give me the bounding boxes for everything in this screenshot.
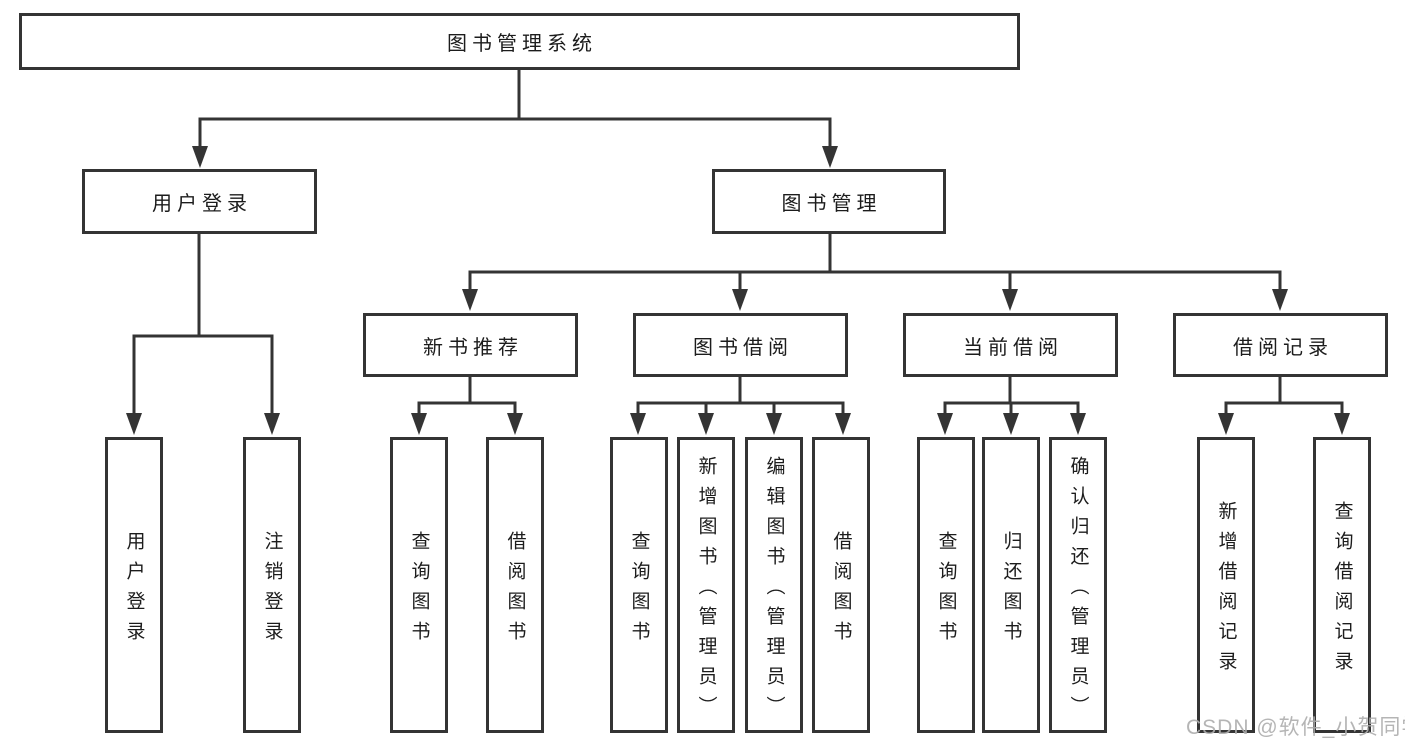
- node-label: 图书管理: [781, 193, 882, 215]
- leaf-label: 查询图书: [628, 530, 650, 651]
- leaf-confirm-return-admin: 确认归还（管理员）: [1049, 437, 1107, 733]
- leaf-query-books-newbook: 查询图书: [390, 437, 448, 733]
- leaf-query-books-borrowing: 查询图书: [610, 437, 668, 733]
- node-label: 图书借阅: [693, 336, 793, 359]
- leaf-label: 查询图书: [935, 530, 957, 651]
- node-user-login: 用户登录: [82, 169, 317, 234]
- node-book-management: 图书管理: [712, 169, 946, 234]
- node-label: 当前借阅: [963, 336, 1063, 359]
- node-library-management-system: 图书管理系统: [19, 13, 1020, 70]
- leaf-label: 借阅图书: [830, 530, 852, 651]
- leaf-label: 归还图书: [1000, 530, 1022, 651]
- node-new-book-recommendation: 新书推荐: [363, 313, 578, 377]
- leaf-user-login: 用户登录: [105, 437, 163, 733]
- leaf-logout: 注销登录: [243, 437, 301, 733]
- node-label: 用户登录: [152, 193, 252, 215]
- leaf-query-borrow-record: 查询借阅记录: [1313, 437, 1371, 733]
- leaf-add-borrow-record: 新增借阅记录: [1197, 437, 1255, 733]
- leaf-add-book-admin: 新增图书（管理员）: [677, 437, 735, 733]
- arrowheads: [126, 146, 1350, 435]
- leaf-label: 确认归还（管理员）: [1067, 455, 1089, 726]
- node-current-borrowing: 当前借阅: [903, 313, 1118, 377]
- leaf-query-books-current: 查询图书: [917, 437, 975, 733]
- leaf-borrow-books-borrowing: 借阅图书: [812, 437, 870, 733]
- node-book-borrowing: 图书借阅: [633, 313, 848, 377]
- leaf-label: 借阅图书: [504, 530, 526, 651]
- node-label: 借阅记录: [1233, 336, 1333, 359]
- node-label: 新书推荐: [423, 336, 523, 359]
- leaf-return-books: 归还图书: [982, 437, 1040, 733]
- leaf-label: 用户登录: [123, 530, 145, 651]
- leaf-edit-book-admin: 编辑图书（管理员）: [745, 437, 803, 733]
- node-label: 图书管理系统: [447, 33, 597, 55]
- leaf-borrow-books-newbook: 借阅图书: [486, 437, 544, 733]
- csdn-watermark: CSDN @软件_小贺同学: [1186, 716, 1405, 739]
- leaf-label: 新增借阅记录: [1215, 500, 1237, 681]
- leaf-label: 新增图书（管理员）: [695, 455, 717, 726]
- leaf-label: 编辑图书（管理员）: [763, 455, 785, 726]
- leaf-label: 查询图书: [408, 530, 430, 651]
- leaf-label: 查询借阅记录: [1331, 500, 1353, 681]
- node-borrowing-records: 借阅记录: [1173, 313, 1388, 377]
- leaf-label: 注销登录: [261, 530, 283, 651]
